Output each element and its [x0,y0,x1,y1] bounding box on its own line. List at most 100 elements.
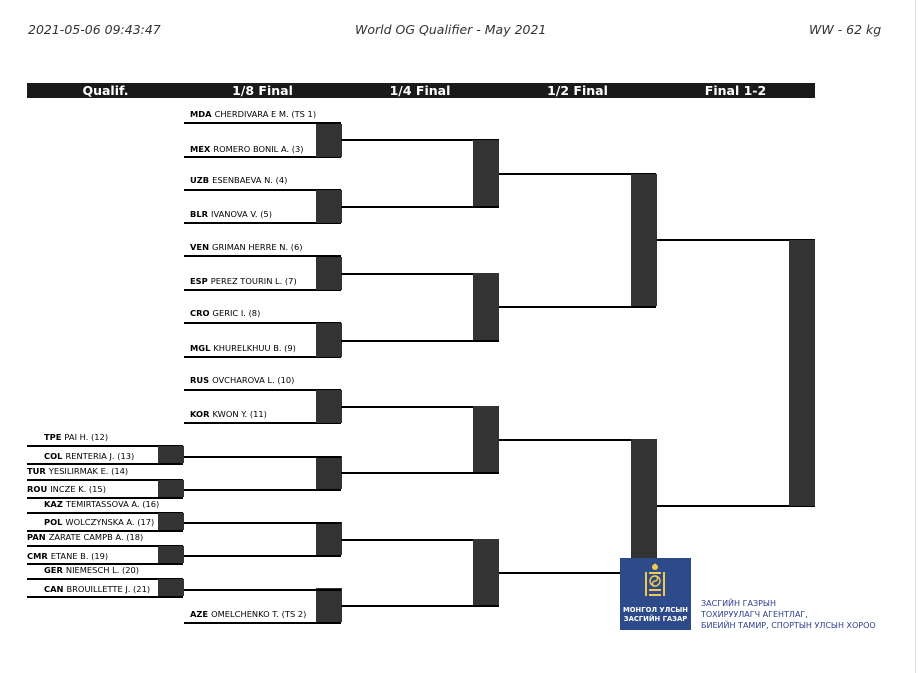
connector-line [184,489,341,491]
connector-line [184,522,341,524]
athlete-name: TEMIRTASSOVA A. (16) [65,499,160,509]
connector-line [341,206,499,208]
athlete-line [27,497,183,499]
agency-line2: ТОХИРУУЛАГЧ АГЕНТЛАГ, [701,610,808,619]
page-right-border [915,0,916,673]
athlete-line [184,622,341,624]
country-code: VEN [190,242,210,252]
athlete-name: YESILIRMAK E. (14) [48,466,129,476]
match-box [316,456,342,489]
athlete-line [184,255,341,257]
athlete-line [184,222,341,224]
connector-line [341,406,499,408]
round-header-bar [27,83,815,98]
athlete-line [27,545,183,547]
connector-line [341,139,499,141]
match-box [473,539,499,605]
event-title: World OG Qualifier - May 2021 [355,22,547,37]
athlete-name: ROMERO BONIL A. (3) [213,144,304,154]
athlete-line [27,578,183,580]
connector-line [657,239,815,241]
athlete-name: WOLCZYNSKA A. (17) [65,517,155,527]
match-box [316,390,342,423]
connector-line [184,555,341,557]
athlete-line [184,122,341,124]
match-box [316,257,342,290]
connector-line [341,340,499,342]
country-code: MEX [190,144,211,154]
country-code: CAN [44,584,64,594]
athlete-line [27,563,183,565]
country-code: CRO [190,308,210,318]
connector-line [184,456,341,458]
country-code: BLR [190,209,208,219]
athlete-line [184,189,341,191]
country-code: GER [44,565,63,575]
match-box [158,513,184,530]
soyombo-emblem-icon [645,563,665,596]
connector-line [341,605,499,607]
match-box [316,522,342,555]
connector-line [499,572,656,574]
athlete-line [184,422,341,424]
round-header-quarter: 1/4 Final [389,83,451,98]
connector-line [184,589,341,591]
country-code: TPE [44,432,62,442]
athlete-line [27,512,183,514]
athlete-line [184,356,341,358]
athlete-name: CHERDIVARA E M. (TS 1) [214,109,317,119]
athlete-name: KHURELKHUU B. (9) [213,343,296,353]
connector-line [499,173,656,175]
match-box [473,273,499,340]
athlete-line [184,322,341,324]
athlete-name: RENTERIA J. (13) [65,451,135,461]
country-code: RUS [190,375,210,385]
athlete-name: GRIMAN HERRE N. (6) [212,242,303,252]
athlete-name: OVCHAROVA L. (10) [212,375,295,385]
country-code: MDA [190,109,212,119]
athlete-line [184,156,341,158]
match-box [316,124,342,157]
athlete-line [27,445,183,447]
country-code: COL [44,451,63,461]
match-box [158,546,184,563]
final-match-box [789,240,815,506]
match-box [158,480,184,497]
match-box [316,190,342,223]
agency-line1: ЗАСГИЙН ГАЗРЫН [701,599,776,608]
athlete-line [184,389,341,391]
country-code: POL [44,517,63,527]
country-code: KAZ [44,499,63,509]
round-header-qualif: Qualif. [82,83,129,98]
athlete-name: GERIC I. (8) [212,308,261,318]
connector-line [341,273,499,275]
match-box [473,140,499,206]
athlete-name: ZARATE CAMPB A. (18) [48,532,144,542]
match-box [316,588,342,622]
connector-line [657,505,815,507]
athlete-line [184,289,341,291]
athlete-name: PEREZ TOURIN L. (7) [210,276,297,286]
weight-category: WW - 62 kg [809,22,882,37]
match-box [473,406,499,472]
country-code: TUR [27,466,46,476]
match-box [158,579,184,596]
connector-line [499,306,656,308]
athlete-line [27,463,183,465]
country-code: MGL [190,343,211,353]
connector-line [341,472,499,474]
athlete-line [27,530,183,532]
athlete-name: NIEMESCH L. (20) [65,565,140,575]
country-code: ESP [190,276,208,286]
